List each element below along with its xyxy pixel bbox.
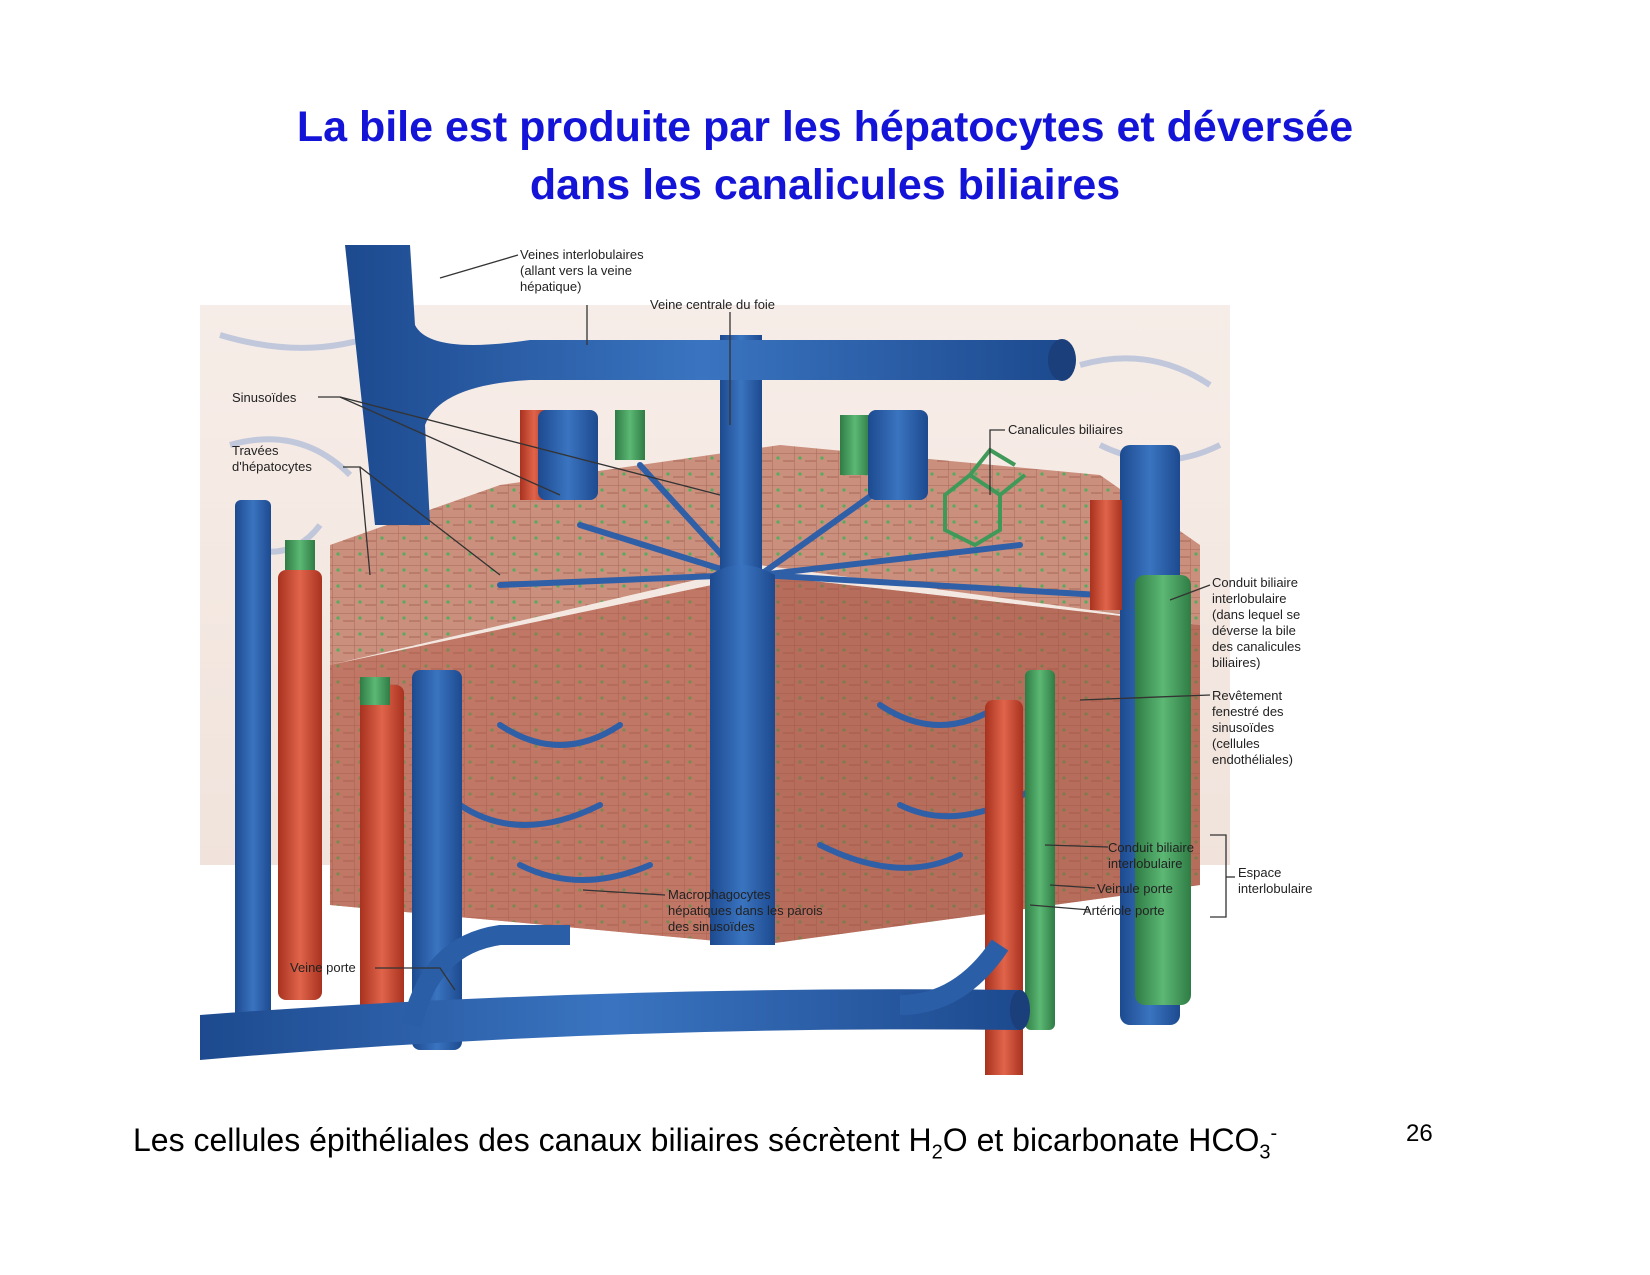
title-line-1: La bile est produite par les hépatocytes… (296, 103, 1354, 151)
label-travees-hepatocytes: Travées d'hépatocytes (232, 443, 312, 474)
slide-caption: Les cellules épithéliales des canaux bil… (133, 1122, 1277, 1164)
label-conduit-biliaire-espace: Conduit biliaire interlobulaire (1108, 840, 1194, 871)
label-veine-centrale: Veine centrale du foie (650, 297, 776, 312)
page-number: 26 (1406, 1120, 1433, 1147)
label-veines-interlobulaires: Veines interlobulaires (allant vers la v… (520, 247, 644, 294)
caption-part-1: Les cellules épithéliales des canaux bil… (133, 1122, 932, 1158)
caption-sub-1: 2 (931, 1141, 943, 1164)
label-conduit-biliaire-interlobulaire: Conduit biliaire interlobulaire (dans le… (1212, 575, 1301, 670)
label-espace-interlobulaire: Espace interlobulaire (1238, 865, 1313, 896)
label-revetement-fenestre: Revêtement fenestré des sinusoïdes (cell… (1212, 688, 1293, 767)
title-line-2: dans les canalicules biliaires (529, 161, 1121, 209)
caption-sup-2: - (1270, 1122, 1278, 1145)
label-sinusoides: Sinusoïdes (232, 390, 297, 405)
label-macrophagocytes: Macrophagocytes hépatiques dans les paro… (668, 887, 823, 934)
label-veine-porte: Veine porte (290, 960, 356, 975)
caption-sub-2: 3 (1259, 1141, 1271, 1164)
label-canalicules-biliaires: Canalicules biliaires (1008, 422, 1123, 437)
caption-part-2: O et bicarbonate HCO (942, 1122, 1260, 1158)
label-arteriole-porte: Artériole porte (1083, 903, 1165, 918)
liver-lobule-drawing (200, 245, 1235, 1100)
liver-lobule-illustration: Veines interlobulaires (allant vers la v… (200, 245, 1400, 1100)
label-veinule-porte: Veinule porte (1097, 881, 1173, 896)
slide-title: La bile est produite par les hépatocytes… (0, 98, 1650, 214)
